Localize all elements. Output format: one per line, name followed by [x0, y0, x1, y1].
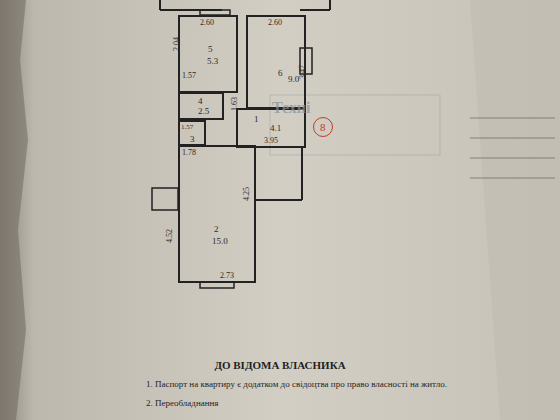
stamp-text: Техні	[272, 100, 311, 116]
room-number: 6	[278, 69, 283, 78]
room-number: 3	[190, 135, 195, 144]
room-number: 2	[214, 225, 219, 234]
notice-text: 2. Переобладнання	[146, 399, 219, 408]
room-number: 5	[208, 45, 213, 54]
room: 215.0	[178, 145, 256, 283]
room-area: 5.3	[207, 57, 218, 66]
room-area: 4.1	[270, 124, 281, 133]
dimension: 1.57	[182, 72, 196, 80]
dimension: 4.52	[166, 229, 174, 243]
dimension: 2.73	[220, 272, 234, 280]
dimension: 1.63	[231, 97, 239, 111]
notice-text: 1. Паспорт на квартиру є додатком до сві…	[146, 380, 447, 389]
room-area: 2.5	[198, 107, 209, 116]
dimension: 3.95	[264, 137, 278, 145]
room-area: 15.0	[212, 237, 228, 246]
room-number: 1	[254, 115, 259, 124]
notice-heading: ДО ВІДОМА ВЛАСНИКА	[214, 360, 345, 371]
room: 42.5	[178, 92, 224, 120]
dimension: 2.60	[268, 19, 282, 27]
room-area: 9.0	[288, 75, 299, 84]
dimension: 2.60	[200, 19, 214, 27]
room: 69.0	[246, 15, 306, 109]
sheet-number-circle: 8	[313, 117, 333, 137]
dimension: 1.57	[181, 124, 193, 131]
dimension: 2.04	[173, 37, 181, 51]
dimension: 4.25	[243, 187, 251, 201]
room-number: 4	[198, 97, 203, 106]
dimension: 3.47	[299, 65, 307, 79]
room-number: 8	[320, 122, 326, 133]
dimension: 1.78	[182, 149, 196, 157]
